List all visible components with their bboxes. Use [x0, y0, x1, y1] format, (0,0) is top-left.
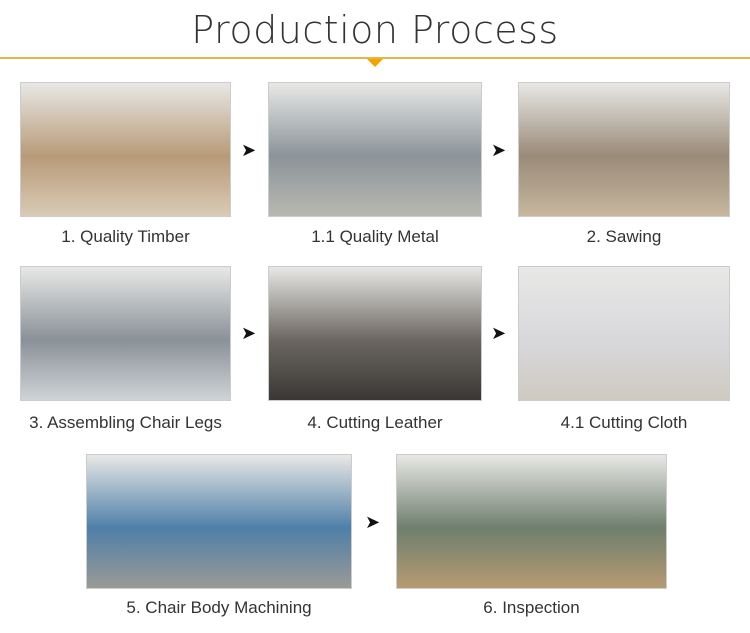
step-photo [268, 266, 482, 401]
step-photo [518, 266, 730, 401]
step-photo [20, 266, 231, 401]
step-label: 5. Chair Body Machining [126, 598, 312, 617]
step-label: 2. Sawing [586, 227, 662, 246]
step-photo [268, 82, 482, 217]
step-label: 3. Assembling Chair Legs [29, 413, 222, 432]
arrow-right-icon: ➤ [241, 323, 257, 343]
arrow-right-icon: ➤ [491, 140, 507, 160]
photo-floor [21, 156, 230, 216]
step-label: 1. Quality Timber [61, 227, 190, 246]
step-photo [20, 82, 231, 217]
photo-floor [269, 156, 481, 216]
step-photo [396, 454, 667, 589]
step-photo [86, 454, 352, 589]
divider-pointer-icon [367, 59, 383, 67]
page-title: Production Process [191, 8, 559, 52]
photo-floor [87, 528, 351, 588]
photo-floor [269, 340, 481, 400]
step-label: 4.1 Cutting Cloth [560, 413, 688, 432]
photo-floor [397, 528, 666, 588]
arrow-right-icon: ➤ [491, 323, 507, 343]
step-label: 6. Inspection [483, 598, 580, 617]
arrow-right-icon: ➤ [365, 512, 381, 532]
photo-floor [21, 340, 230, 400]
step-label: 4. Cutting Leather [307, 413, 443, 432]
photo-floor [519, 156, 729, 216]
photo-floor [519, 340, 729, 400]
step-photo [518, 82, 730, 217]
arrow-right-icon: ➤ [241, 140, 257, 160]
title-divider [0, 57, 750, 59]
step-label: 1.1 Quality Metal [311, 227, 439, 246]
